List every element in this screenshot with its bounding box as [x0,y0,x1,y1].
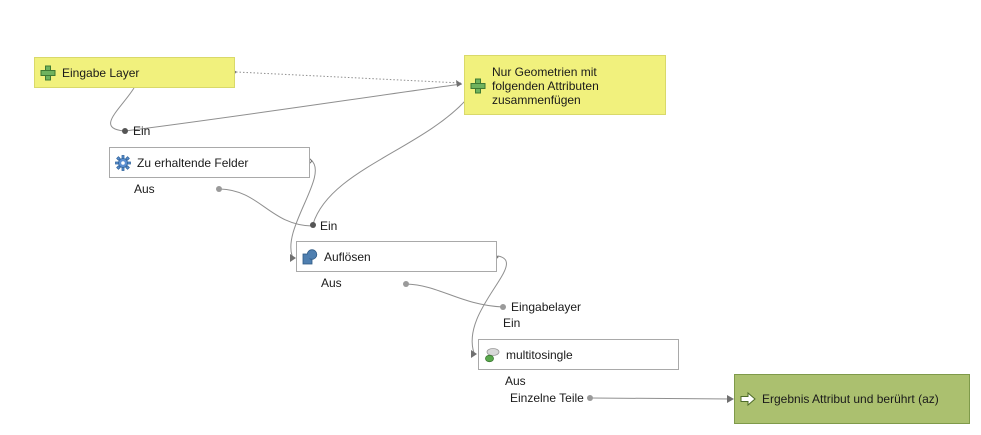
port-label-aus: Aus [134,182,155,196]
connector-aus-1-to-ein-2 [219,188,313,227]
node-label-line: Nur Geometrien mit [492,65,597,79]
connector-felder-out-to-auflosen [290,159,316,259]
port-label-ein: Ein [320,219,338,233]
port-dot-aus-2 [403,281,409,287]
node-label-line: zusammenfügen [492,93,581,107]
node-label: Ergebnis Attribut und berührt (az) [762,392,939,406]
plus-icon [470,78,486,94]
port-label-ein: Ein [503,316,521,330]
node-label-line: folgenden Attributen [492,79,599,93]
gear-icon [115,154,131,171]
connector-auflosen-to-multitosingle [471,255,507,354]
node-aufloesen[interactable]: Auflösen [296,241,497,272]
connector-einzelne-teile-to-ergebnis [590,397,733,400]
arrow-icon [740,391,756,407]
node-label: multitosingle [506,347,573,362]
node-zu-erhaltende-felder[interactable]: Zu erhaltende Felder [109,147,310,178]
arrowhead-ergebnis [727,395,734,403]
node-label-multiline: Nur Geometrien mit folgenden Attributen … [492,65,599,107]
node-label: Eingabe Layer [62,65,140,80]
port-dot-ein-2 [310,222,316,228]
connector-eingabe-to-nur-dotted [235,71,462,84]
port-dot-ein-1 [122,128,128,134]
node-nur-geometrien[interactable]: Nur Geometrien mit folgenden Attributen … [464,55,666,115]
port-dot-einzelne-teile [587,395,593,401]
arrowhead-nur [456,80,462,87]
node-ergebnis[interactable]: Ergebnis Attribut und berührt (az) [734,374,970,424]
arrowhead-multitosingle [471,350,477,358]
node-multitosingle[interactable]: multitosingle [478,339,679,370]
port-label-aus: Aus [321,276,342,290]
connector-eingabe-to-ein-1 [110,87,135,132]
connector-ein-1-to-nur [124,83,463,132]
connector-nur-to-ein-2 [312,99,467,225]
port-dot-aus-1 [216,186,222,192]
port-label-ein: Ein [133,124,151,138]
port-label-eingabelayer: Eingabelayer [511,300,582,314]
node-eingabe-layer[interactable]: Eingabe Layer [34,57,235,88]
port-label-aus: Aus [505,374,526,388]
port-marker-felder-out [308,157,313,165]
node-label: Zu erhaltende Felder [137,155,249,170]
dissolve-icon [302,248,318,265]
arrowhead-auflosen [290,254,296,262]
plus-icon [40,65,56,81]
connector-aus-2-to-eingabelayer [405,283,504,308]
port-dot-eingabelayer [500,304,506,310]
node-label: Auflösen [324,249,371,264]
port-label-einzelne-teile: Einzelne Teile [510,391,584,405]
multitosingle-icon [484,347,500,363]
